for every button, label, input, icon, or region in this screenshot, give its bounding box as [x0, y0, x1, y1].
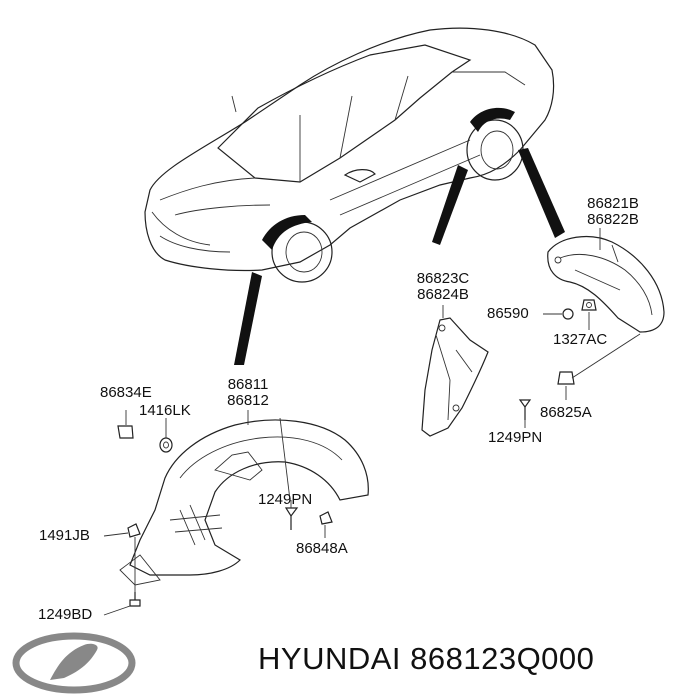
hardware-items [117, 299, 597, 607]
part-number-86848a: 86848A [296, 540, 348, 557]
rear-liner-part [547, 235, 665, 333]
leader-lines [103, 228, 641, 616]
part-number-1416lk: 1416LK [139, 402, 191, 419]
leader-bands [234, 148, 565, 365]
part-number-86825a: 86825A [540, 404, 592, 421]
part-number-label: 86821B 86822B [578, 196, 648, 228]
part-number-86590: 86590 [487, 305, 529, 322]
part-number-86834e: 86834E [100, 384, 152, 401]
car-illustration [144, 27, 555, 283]
part-number-86824b: 86824B [417, 286, 469, 303]
part-number-86821b: 86821B [587, 195, 639, 212]
part-number-86812: 86812 [227, 392, 269, 409]
part-number-label: 86823C 86824B [404, 271, 482, 303]
part-number-label: 86811 86812 [212, 377, 284, 409]
part-number-86811: 86811 [227, 376, 269, 393]
part-number-1327ac: 1327AC [553, 331, 608, 348]
part-number-1491jb: 1491JB [39, 527, 90, 544]
part-number-1249pn-left: 1249PN [258, 491, 313, 508]
hyundai-logo-icon [12, 632, 136, 694]
part-number-86823c: 86823C [416, 270, 470, 287]
front-liner-part [119, 417, 369, 586]
mud-guard-part [421, 317, 489, 437]
part-number-86822b: 86822B [587, 211, 639, 228]
part-number-1249bd: 1249BD [38, 606, 93, 623]
part-number-1249pn-right: 1249PN [488, 429, 543, 446]
part-caption: HYUNDAI 868123Q000 [258, 641, 595, 676]
